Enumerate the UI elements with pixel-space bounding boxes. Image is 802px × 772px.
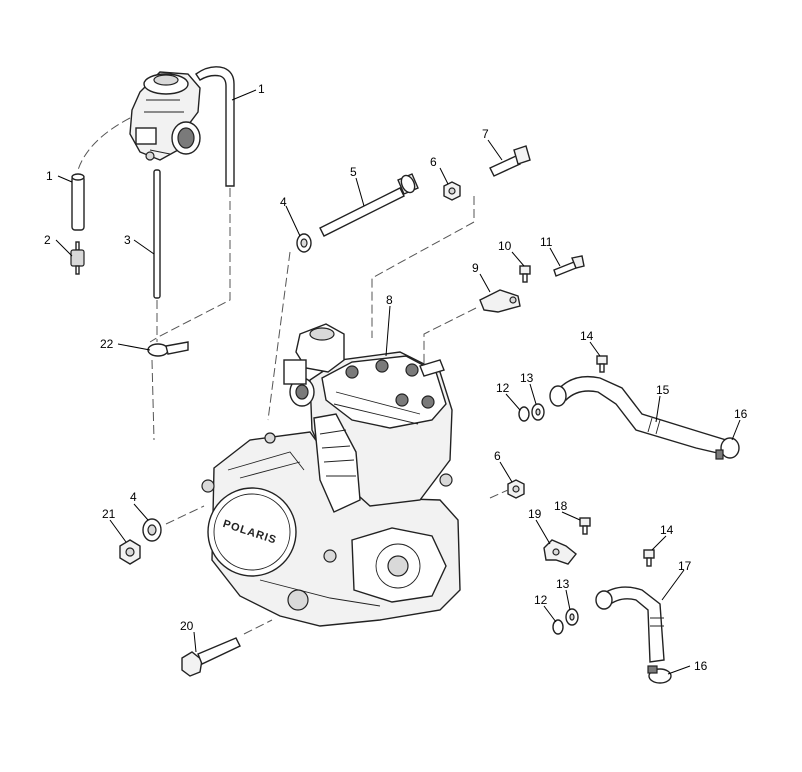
callout-13: 13 (520, 371, 534, 385)
callout-8: 8 (386, 293, 393, 307)
callout-3: 3 (124, 233, 131, 247)
inline-filter (70, 241, 85, 275)
screw-14-lower (643, 549, 655, 567)
nut-6-lower (507, 479, 525, 499)
callout-12: 12 (496, 381, 510, 395)
o-ring-13-upper (531, 403, 545, 421)
bolt-5 (319, 173, 419, 237)
carburetor-assembly (129, 71, 201, 161)
engine-block: POLARIS (201, 323, 461, 627)
vent-tube-long (153, 169, 161, 299)
vent-hose-short (71, 173, 85, 231)
callout-labels: 1 1 2 3 4 4 5 6 6 7 8 9 10 11 12 12 13 1… (44, 82, 748, 673)
callout-2: 2 (44, 233, 51, 247)
seal-12-upper (518, 406, 530, 422)
hose-clamp-22 (147, 341, 189, 357)
callout-4: 4 (130, 490, 137, 504)
vent-hose-upper (195, 66, 235, 187)
screw-14-upper (596, 355, 608, 373)
bracket-9 (479, 289, 521, 313)
screw-10 (519, 265, 531, 283)
callout-21: 21 (102, 507, 116, 521)
callout-5: 5 (350, 165, 357, 179)
callout-22: 22 (100, 337, 114, 351)
callout-7: 7 (482, 127, 489, 141)
callout-19: 19 (528, 507, 542, 521)
callout-18: 18 (554, 499, 568, 513)
leader-lines (55, 89, 741, 675)
hose-clamp-16-lower (647, 665, 672, 684)
callout-10: 10 (498, 239, 512, 253)
callout-16: 16 (694, 659, 708, 673)
bolt-20 (181, 637, 241, 677)
callout-17: 17 (678, 559, 692, 573)
screw-18 (579, 517, 591, 535)
nut-21 (119, 539, 141, 565)
callout-9: 9 (472, 261, 479, 275)
coolant-hose-17 (595, 586, 665, 663)
nut-6-upper (443, 181, 461, 201)
seal-12-lower (552, 619, 564, 635)
bolt-11 (553, 255, 585, 277)
coolant-hose-15 (549, 375, 727, 455)
callout-13: 13 (556, 577, 570, 591)
callout-1: 1 (258, 82, 265, 96)
bolt-7 (489, 145, 531, 177)
callout-6: 6 (494, 449, 501, 463)
washer-4-lower (142, 518, 162, 542)
callout-16: 16 (734, 407, 748, 421)
callout-12: 12 (534, 593, 548, 607)
bracket-19 (543, 539, 577, 565)
o-ring-13-lower (565, 608, 579, 626)
callout-20: 20 (180, 619, 194, 633)
callout-6: 6 (430, 155, 437, 169)
callout-4: 4 (280, 195, 287, 209)
callout-14: 14 (580, 329, 594, 343)
hose-clamp-16-upper (715, 437, 740, 460)
callout-11: 11 (540, 235, 553, 249)
callout-14: 14 (660, 523, 674, 537)
callout-1: 1 (46, 169, 53, 183)
washer-4-upper (296, 233, 312, 253)
callout-15: 15 (656, 383, 670, 397)
